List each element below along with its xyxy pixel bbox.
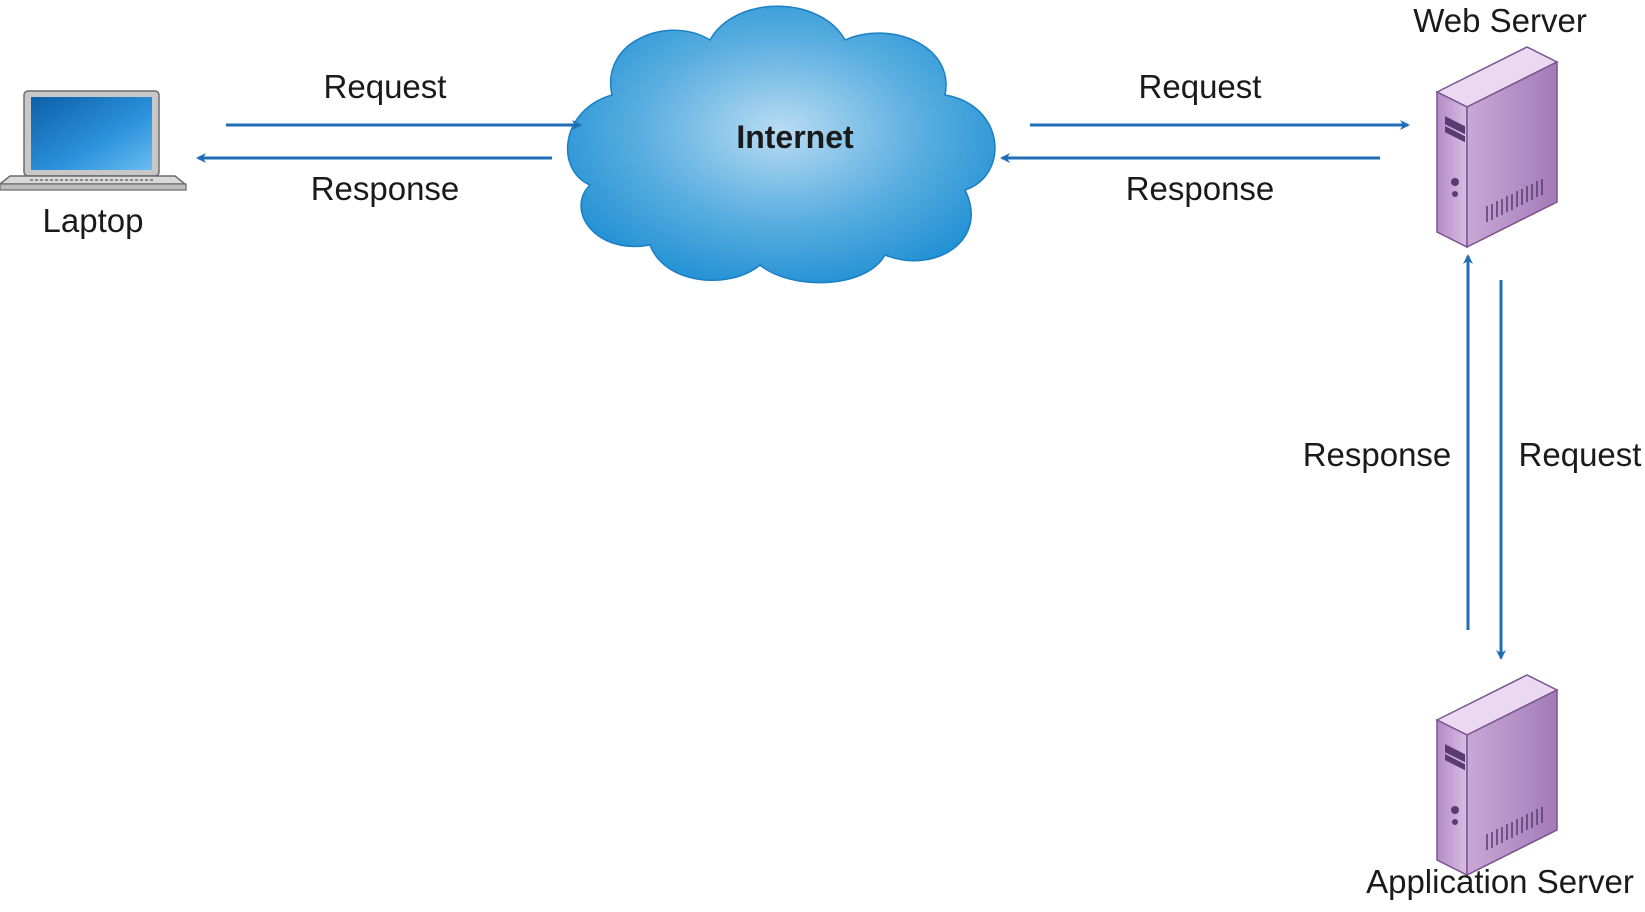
server-icon (1436, 46, 1558, 248)
internet-label: Internet (736, 119, 854, 155)
internet-web-response-label: Response (1126, 170, 1275, 207)
application-server-label: Application Server (1366, 863, 1634, 900)
server-icon (1436, 674, 1558, 876)
laptop-internet-request-label: Request (324, 68, 447, 105)
laptop-internet-response-label: Response (311, 170, 460, 207)
laptop-icon (0, 90, 188, 191)
laptop-label: Laptop (43, 202, 144, 239)
web-app-request-label: Request (1519, 436, 1642, 473)
web-app-response-label: Response (1303, 436, 1452, 473)
internet-web-request-label: Request (1139, 68, 1262, 105)
cloud-icon (567, 5, 996, 284)
web-server-label: Web Server (1413, 2, 1587, 39)
